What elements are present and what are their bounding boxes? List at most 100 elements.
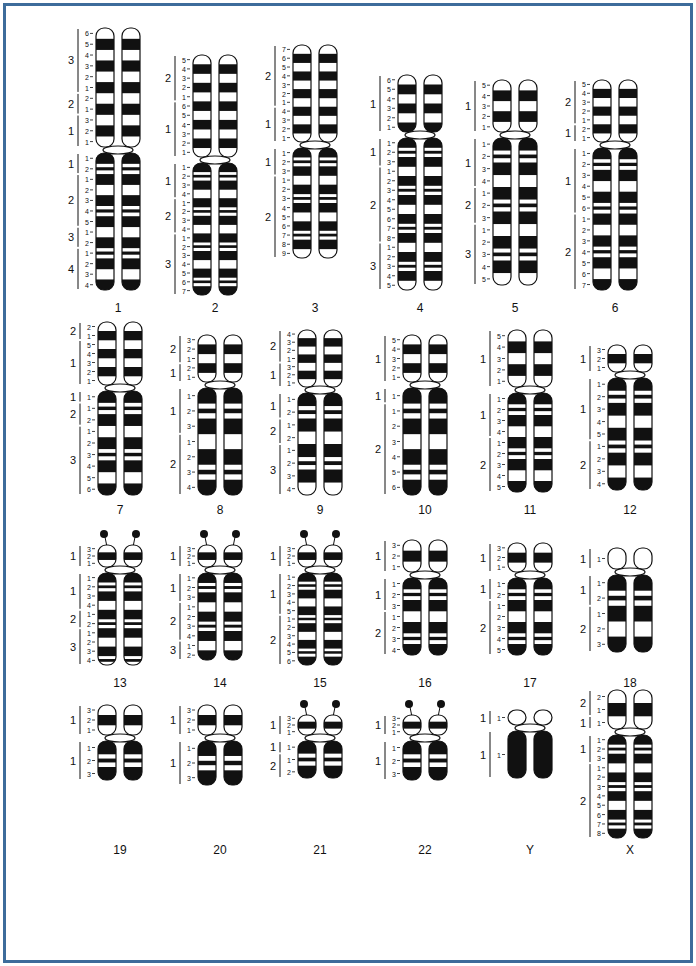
chromatid-outline bbox=[198, 388, 216, 495]
dark-band bbox=[403, 344, 421, 354]
region-number: 3 bbox=[370, 261, 376, 272]
chromatid-ground bbox=[124, 705, 142, 735]
dark-band bbox=[98, 331, 116, 340]
chromatid bbox=[608, 575, 626, 652]
band-tick bbox=[90, 44, 93, 45]
band-tick bbox=[502, 442, 505, 443]
band-number: 1 bbox=[187, 392, 191, 399]
band-tick bbox=[292, 475, 295, 476]
chromatid-ground bbox=[124, 741, 142, 780]
band-tick bbox=[502, 453, 505, 454]
band-tick bbox=[502, 605, 505, 606]
chromatid-outline bbox=[519, 80, 537, 132]
chromatid bbox=[298, 741, 316, 778]
dark-band bbox=[293, 71, 311, 80]
band-tick bbox=[292, 399, 295, 400]
band-tick bbox=[192, 655, 195, 656]
band-number: 6 bbox=[387, 76, 391, 83]
dark-band bbox=[224, 715, 242, 725]
band-number: 2 bbox=[287, 460, 291, 467]
band-tick bbox=[292, 412, 295, 413]
dark-band bbox=[319, 221, 337, 230]
band-number: 1 bbox=[392, 392, 396, 399]
region-number: 2 bbox=[375, 444, 381, 455]
dark-band bbox=[219, 175, 237, 178]
band-tick bbox=[92, 563, 95, 564]
band-tick bbox=[392, 117, 395, 118]
dark-band bbox=[424, 104, 442, 114]
centromere bbox=[105, 384, 135, 392]
region-number: 1 bbox=[270, 551, 276, 562]
chromatid bbox=[224, 545, 242, 567]
chromatid bbox=[429, 715, 447, 735]
region-bracket bbox=[78, 228, 79, 247]
region-bracket bbox=[590, 379, 591, 439]
region-bracket bbox=[590, 717, 591, 728]
chromatid bbox=[403, 540, 421, 572]
dark-band bbox=[429, 637, 447, 640]
band-tick bbox=[487, 217, 490, 218]
band-tick bbox=[502, 398, 505, 399]
region-number: 1 bbox=[170, 551, 176, 562]
chromatid-outline bbox=[298, 741, 316, 778]
band-number: 2 bbox=[87, 368, 91, 375]
region-number: 1 bbox=[165, 175, 171, 186]
dark-band bbox=[219, 120, 237, 130]
chromatid-outline bbox=[534, 731, 552, 778]
chromatid-outline bbox=[403, 741, 421, 780]
dark-band bbox=[319, 71, 337, 80]
dark-band bbox=[324, 584, 342, 587]
chromatid bbox=[193, 55, 211, 157]
region-number: 2 bbox=[170, 459, 176, 470]
band-number: 2 bbox=[597, 746, 601, 753]
dark-band bbox=[124, 628, 142, 638]
region-bracket bbox=[490, 438, 491, 491]
band-tick bbox=[90, 33, 93, 34]
chromatid-outline bbox=[122, 28, 140, 147]
band-tick bbox=[487, 168, 490, 169]
band-tick bbox=[92, 596, 95, 597]
band-number: 3 bbox=[87, 593, 91, 600]
region-bracket bbox=[385, 742, 386, 779]
band-number: 1 bbox=[287, 560, 291, 567]
band-tick bbox=[90, 76, 93, 77]
band-number: 1 bbox=[287, 355, 291, 362]
band-number: 1 bbox=[87, 560, 91, 567]
chromatid bbox=[224, 335, 242, 382]
chromatid-ground bbox=[534, 710, 552, 725]
chromatid-outline bbox=[298, 330, 316, 387]
chromosome-number: 2 bbox=[212, 302, 219, 314]
band-tick bbox=[92, 489, 95, 490]
chromatid-outline bbox=[429, 578, 447, 655]
region-number: 1 bbox=[170, 582, 176, 593]
centromere bbox=[515, 386, 545, 394]
band-tick bbox=[587, 111, 590, 112]
band-number: 2 bbox=[282, 186, 286, 193]
band-number: 2 bbox=[182, 84, 186, 91]
dark-band bbox=[429, 551, 447, 562]
band-tick bbox=[502, 627, 505, 628]
band-tick bbox=[397, 725, 400, 726]
band-number: 1 bbox=[87, 405, 91, 412]
band-number: 4 bbox=[182, 190, 186, 197]
satellite bbox=[437, 700, 445, 708]
dark-band bbox=[193, 251, 211, 260]
band-tick bbox=[397, 367, 400, 368]
region-number: 1 bbox=[480, 353, 486, 364]
dark-band bbox=[324, 461, 342, 465]
band-number: 1 bbox=[287, 421, 291, 428]
dark-band bbox=[324, 354, 342, 362]
band-number: 3 bbox=[387, 105, 391, 112]
band-tick bbox=[92, 720, 95, 721]
band-number: 2 bbox=[287, 553, 291, 560]
chromatid bbox=[98, 322, 116, 385]
band-tick bbox=[92, 651, 95, 652]
band-number: 3 bbox=[87, 707, 91, 714]
band-number: 7 bbox=[282, 232, 286, 239]
dark-band bbox=[519, 204, 537, 208]
dark-band bbox=[122, 237, 140, 248]
band-number: 1 bbox=[392, 580, 396, 587]
dark-band bbox=[634, 823, 652, 826]
band-tick bbox=[192, 710, 195, 711]
band-number: 3 bbox=[182, 217, 186, 224]
